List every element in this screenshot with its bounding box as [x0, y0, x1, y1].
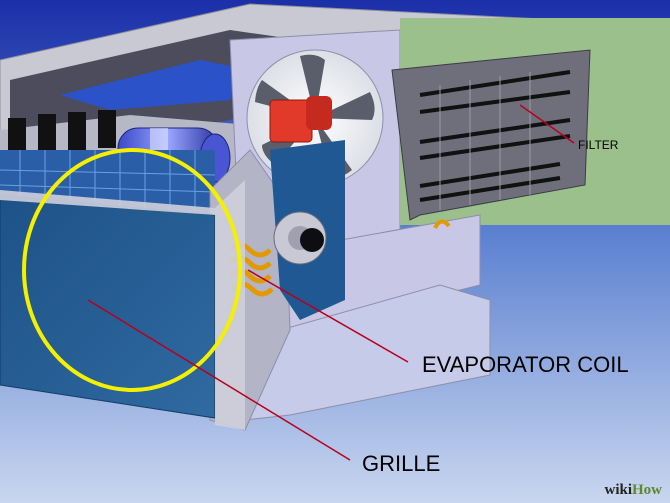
watermark-prefix: wiki — [604, 482, 632, 498]
leader-lines — [87, 104, 575, 461]
grille-label: GRILLE — [362, 451, 441, 476]
filter-panel — [391, 49, 591, 221]
top-vents — [8, 110, 116, 153]
pulley — [273, 211, 327, 265]
filter-leader-line — [519, 104, 575, 144]
watermark-suffix: How — [632, 482, 662, 498]
grille-highlight-circle — [22, 148, 242, 392]
evaporator-coil-label: EVAPORATOR COIL — [422, 352, 629, 377]
filter-clip — [433, 219, 451, 229]
blue-duct — [60, 60, 250, 110]
grille-leader-line — [87, 299, 351, 461]
filter-label: FILTER — [578, 138, 619, 152]
evaporator-leader-line — [247, 269, 409, 363]
fan-motor — [269, 96, 332, 143]
watermark: wikiHow — [604, 482, 662, 499]
